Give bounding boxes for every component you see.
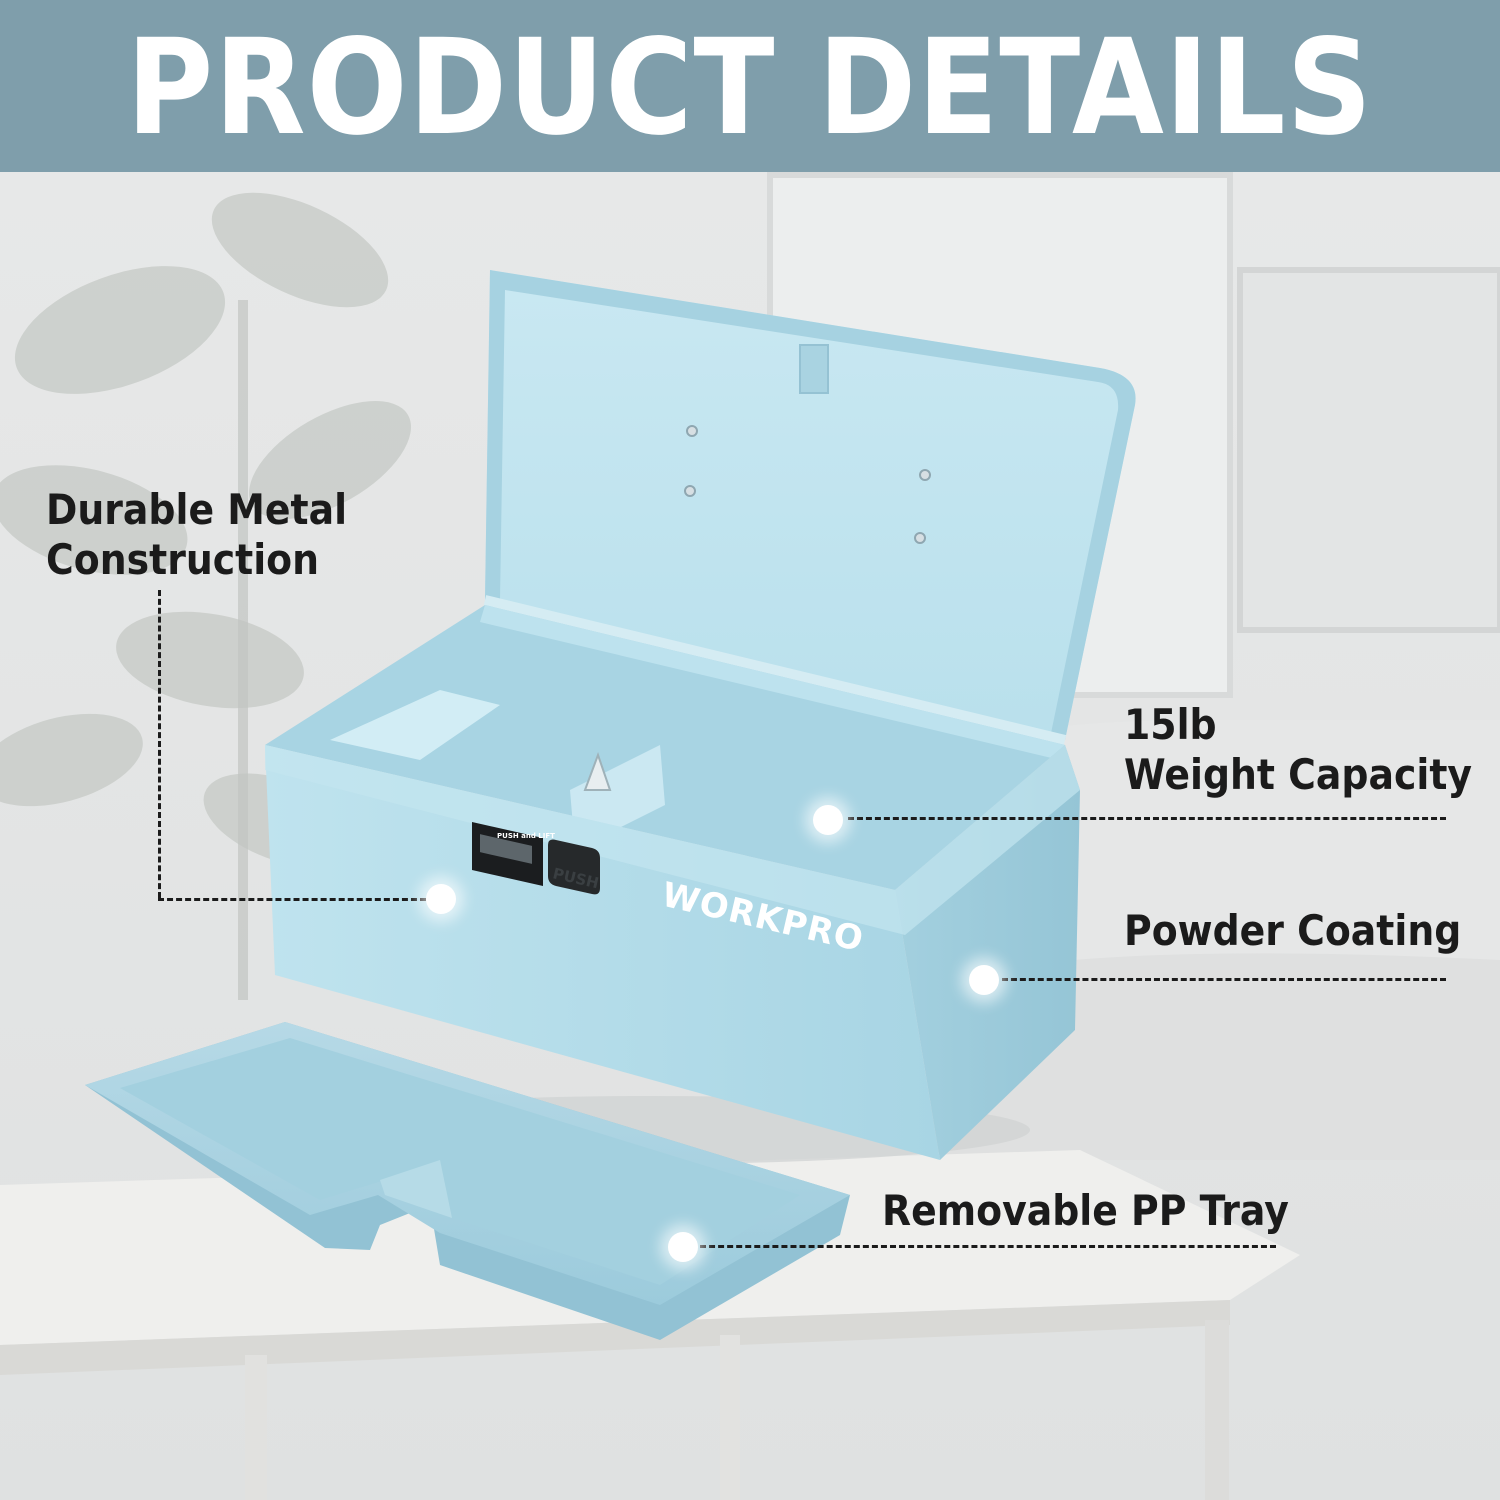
callout-coating-dot [969, 965, 999, 995]
box-front [265, 745, 940, 1160]
sofa-cushion [940, 953, 1500, 1160]
product-scene: PUSH and LIFT PUSH WORKPRO [0, 172, 1500, 1500]
box-back-wall [480, 605, 1065, 760]
callout-durable-leader-h [158, 898, 426, 901]
callout-tray-dot [668, 1232, 698, 1262]
interior-ledge [330, 690, 500, 760]
plant-stem [238, 300, 248, 1000]
box-side [895, 745, 1080, 1160]
callout-durable-line2: Construction [46, 535, 320, 585]
callout-durable-leader-v [158, 590, 161, 898]
sticker-text: PUSH and LIFT [497, 832, 555, 840]
page-title: PRODUCT DETAILS [126, 11, 1374, 165]
callout-capacity-leader [848, 817, 1446, 820]
callout-tray-leader [700, 1245, 1276, 1248]
lid-rivets [684, 425, 931, 544]
table-leg [245, 1355, 267, 1500]
header-band: PRODUCT DETAILS [0, 0, 1500, 172]
callout-durable-line1: Durable Metal [46, 485, 348, 534]
callout-coating-label: Powder Coating [1124, 906, 1461, 956]
wall-picture [1237, 267, 1500, 633]
table-edge [0, 1300, 1230, 1375]
callout-durable-dot [426, 884, 456, 914]
lid-latch [799, 344, 829, 394]
pp-tray [85, 1022, 850, 1340]
callout-capacity-line1: 15lb [1124, 700, 1217, 749]
push-lift-sticker: PUSH and LIFT [472, 822, 555, 886]
push-button[interactable]: PUSH [548, 839, 600, 895]
callout-capacity-dot [813, 805, 843, 835]
callout-coating-leader [1002, 978, 1446, 981]
box-lid-inner [485, 270, 1136, 740]
callout-capacity-label: 15lb Weight Capacity [1124, 700, 1472, 801]
table-leg [1205, 1320, 1229, 1500]
callout-durable-label: Durable Metal Construction [46, 485, 347, 586]
callout-tray-label: Removable PP Tray [882, 1186, 1289, 1236]
callout-capacity-line2: Weight Capacity [1124, 750, 1473, 800]
callout-coating-text: Powder Coating [1124, 906, 1462, 955]
box-top-rim [265, 745, 1080, 935]
latch-tab [583, 752, 612, 791]
callout-tray-text: Removable PP Tray [882, 1186, 1289, 1235]
box-hinge [483, 595, 1067, 745]
box-lid-rim [485, 270, 1136, 740]
table-leg [720, 1335, 740, 1500]
